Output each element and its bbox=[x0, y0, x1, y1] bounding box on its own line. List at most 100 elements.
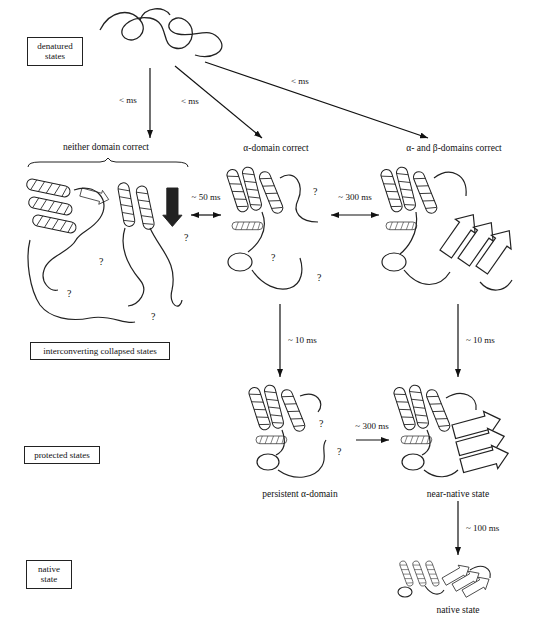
illustration-part bbox=[412, 170, 439, 215]
illustration-part bbox=[480, 280, 512, 290]
folding-state: near-native state bbox=[390, 378, 526, 500]
illustration-part bbox=[300, 394, 321, 412]
illustration-part bbox=[412, 560, 427, 587]
illustration-part bbox=[135, 185, 155, 230]
illustration-part bbox=[425, 566, 490, 594]
stage-label-box: protected states bbox=[24, 446, 100, 464]
illustration-part bbox=[434, 172, 466, 196]
stage-label-box: interconverting collapsed states bbox=[30, 342, 170, 360]
illustration-part bbox=[422, 430, 430, 455]
uncertain-mark: ? bbox=[66, 288, 72, 300]
illustration-part bbox=[163, 188, 182, 226]
uncertain-mark: ? bbox=[270, 252, 276, 264]
illustration-part bbox=[422, 394, 476, 477]
stage-name: native state bbox=[31, 564, 67, 585]
illustration-part bbox=[398, 587, 412, 597]
transition-time: < ms bbox=[118, 95, 138, 105]
illustration-part bbox=[395, 166, 416, 211]
illustration-part bbox=[401, 436, 432, 444]
illustration-part bbox=[150, 228, 182, 306]
illustration-part bbox=[228, 253, 252, 271]
uncertain-mark: ? bbox=[318, 418, 324, 430]
folding-state: neither domain correct bbox=[22, 142, 190, 334]
illustration-part bbox=[278, 440, 326, 477]
stage-name: denatured states bbox=[32, 41, 78, 62]
illustration-part bbox=[425, 560, 440, 587]
transition-time: ~ 50 ms bbox=[191, 192, 222, 202]
fast-collapse-arrows bbox=[150, 62, 428, 138]
folding-state: α-domain correct bbox=[222, 143, 330, 303]
illustration-part bbox=[248, 175, 318, 289]
illustration-part bbox=[470, 566, 490, 578]
illustration-part bbox=[256, 436, 287, 444]
transition-arrow bbox=[191, 214, 221, 215]
illustration-part bbox=[28, 196, 73, 216]
illustration-part bbox=[399, 560, 414, 587]
transition-time: ~ 300 ms bbox=[354, 421, 389, 431]
transition-arrow bbox=[457, 304, 458, 377]
illustration-part bbox=[205, 62, 428, 138]
stage-label-box: denatured states bbox=[27, 37, 83, 66]
illustration-part bbox=[117, 182, 135, 227]
persistent-alpha-structure bbox=[248, 384, 326, 477]
state-name: native state bbox=[435, 605, 482, 616]
illustration-part bbox=[425, 586, 444, 594]
illustration-part bbox=[276, 394, 326, 477]
transition-arrow bbox=[457, 501, 458, 555]
illustration-part bbox=[404, 270, 450, 285]
illustration-part bbox=[386, 222, 417, 230]
transition-time: ~ 100 ms bbox=[465, 523, 500, 533]
alpha-beta-structure bbox=[380, 166, 520, 290]
uncertain-mark: ? bbox=[336, 446, 342, 458]
denatured-chain bbox=[100, 9, 222, 57]
illustration-part bbox=[140, 9, 170, 20]
illustration-part bbox=[461, 573, 493, 600]
illustration-part bbox=[241, 166, 262, 211]
folding-state: native state bbox=[390, 556, 526, 616]
transition-time: < ms bbox=[290, 76, 310, 86]
illustration-part bbox=[28, 188, 182, 322]
illustration-part bbox=[408, 384, 429, 429]
state-name: persistent α-domain bbox=[260, 489, 339, 500]
uncertain-mark: ? bbox=[150, 311, 156, 323]
illustration-part bbox=[43, 188, 104, 290]
uncertain-mark: ? bbox=[316, 272, 322, 284]
illustration-part bbox=[257, 454, 279, 470]
folding-state: α- and β-domains correct bbox=[380, 143, 528, 303]
uncertain-mark: ? bbox=[98, 256, 104, 268]
illustration-part bbox=[248, 212, 264, 252]
illustration-part bbox=[232, 222, 263, 230]
illustration-part bbox=[276, 430, 284, 455]
illustration-part bbox=[382, 253, 406, 271]
illustration-part bbox=[280, 175, 318, 222]
illustration-part bbox=[32, 214, 77, 234]
group-brace bbox=[28, 158, 188, 167]
folding-state: persistent α-domain bbox=[245, 378, 355, 500]
near-native-structure bbox=[393, 384, 512, 477]
illustration-part bbox=[28, 240, 135, 323]
state-name: α- and β-domains correct bbox=[404, 143, 504, 154]
illustration-part bbox=[263, 384, 284, 429]
illustration-part bbox=[400, 212, 417, 254]
illustration-part bbox=[400, 172, 512, 290]
uncertain-mark: ? bbox=[183, 232, 189, 244]
illustration-part bbox=[425, 388, 452, 433]
illustration-part bbox=[459, 442, 512, 478]
illustration-part bbox=[424, 470, 458, 477]
illustration-part bbox=[446, 394, 476, 410]
illustration-part bbox=[252, 258, 302, 289]
state-name: near-native state bbox=[425, 489, 491, 500]
illustration-part bbox=[472, 224, 519, 277]
stage-label-box: native state bbox=[26, 560, 72, 589]
transition-time: ~ 10 ms bbox=[465, 335, 496, 345]
collapsed-structures bbox=[26, 178, 182, 323]
alpha-domain-structure bbox=[226, 166, 318, 289]
transition-time: ~ 300 ms bbox=[337, 192, 372, 202]
illustration-part bbox=[100, 13, 222, 57]
illustration-part bbox=[123, 228, 144, 306]
transition-arrow bbox=[279, 304, 280, 377]
illustration-part bbox=[258, 170, 285, 215]
illustration-part bbox=[26, 178, 71, 198]
transition-time: < ms bbox=[180, 96, 200, 106]
